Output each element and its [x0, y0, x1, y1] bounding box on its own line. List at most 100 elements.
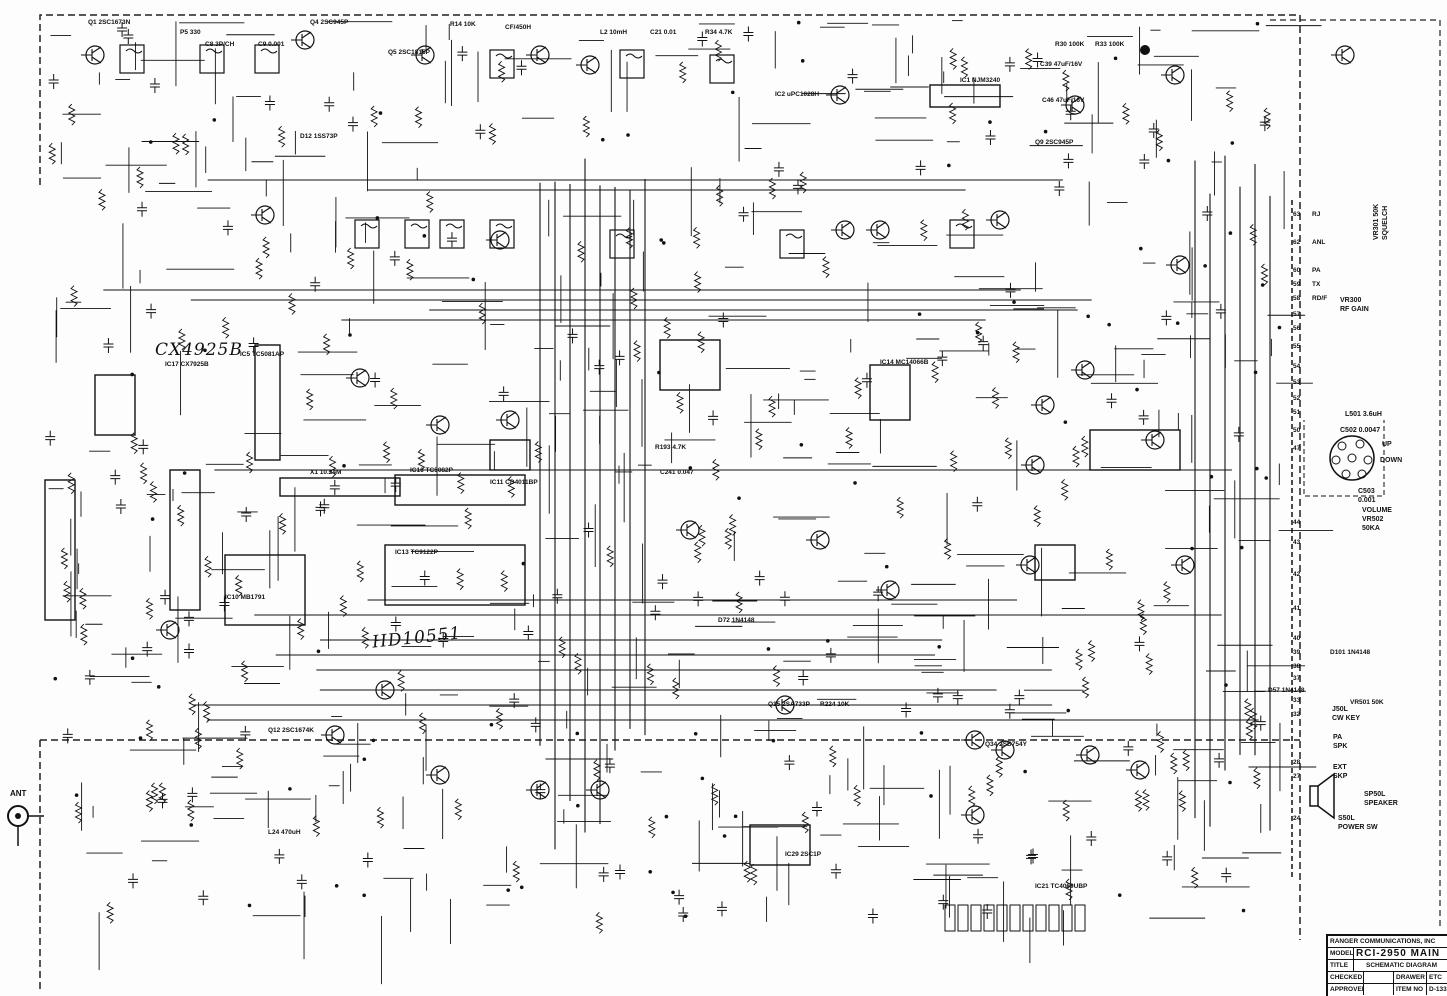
capacitor-symbol: [103, 337, 114, 353]
coil-symbol: [495, 223, 513, 229]
capacitor-symbol: [117, 21, 128, 37]
transistor-symbol: [1126, 761, 1147, 779]
component-label: D101 1N4148: [1330, 649, 1371, 656]
connector-pin-number: 59: [1293, 281, 1301, 288]
resistor-symbol: [234, 574, 243, 597]
junction-dot: [1107, 322, 1111, 327]
title-label: TITLE: [1328, 960, 1354, 971]
capacitor-symbol: [1026, 849, 1037, 865]
component-label: D72 1N4148: [718, 617, 755, 624]
coil-symbol: [125, 48, 143, 54]
resistor-symbol: [558, 636, 567, 659]
resistor-symbol: [715, 184, 724, 207]
junction-dot: [929, 794, 933, 798]
resistor-symbol: [1260, 263, 1269, 286]
resistor-symbol: [1155, 129, 1164, 152]
resistor-symbol: [534, 441, 543, 463]
component-label: R34 4.7K: [705, 29, 733, 36]
component-label: IC14 MC14066B: [880, 359, 929, 366]
resistor-symbol: [1033, 505, 1042, 527]
item-no-label: ITEM NO: [1394, 984, 1427, 995]
resistor-symbol: [150, 782, 159, 805]
junction-dot: [506, 888, 511, 892]
resistor-symbol: [1178, 790, 1187, 812]
junction-dot: [884, 564, 889, 569]
component-label: Q1 2SC1673N: [88, 19, 131, 26]
antenna-connector-icon: [7, 805, 44, 846]
resistor-symbol: [1249, 223, 1258, 246]
resistor-symbol: [495, 707, 504, 730]
squelch-control-label: VR301 50K SQUELCH: [1373, 203, 1389, 240]
capacitor-symbol: [598, 866, 609, 882]
component-label: C39 47uF/16V: [1040, 61, 1083, 68]
coil-symbol: [495, 53, 513, 59]
ic-package: [489, 439, 531, 471]
capacitor-symbol: [952, 689, 963, 705]
component-label: L2 10mH: [600, 29, 628, 36]
resistor-symbol: [382, 441, 391, 464]
capacitor-symbol: [1215, 303, 1226, 319]
resistor-symbol: [1243, 698, 1252, 720]
transistor-symbol: [676, 521, 697, 539]
transistor-symbol: [1021, 456, 1042, 474]
resistor-symbol: [245, 451, 254, 474]
resistor-symbol: [845, 427, 854, 449]
junction-dot: [1277, 325, 1282, 330]
resistor-symbol: [1136, 599, 1145, 621]
component-label: Q12 2SC1674K: [268, 727, 314, 734]
capacitor-symbol: [157, 793, 168, 809]
transistor-symbol: [991, 741, 1012, 759]
resistor-symbol: [1004, 437, 1013, 460]
diode-matrix-cell: [1061, 904, 1073, 932]
junction-dot: [1230, 141, 1235, 145]
transistor-symbol: [496, 411, 517, 429]
capacitor-symbol: [1138, 409, 1149, 425]
resistor-symbol: [278, 513, 287, 535]
junction-dot: [203, 348, 207, 353]
model-label: MODEL: [1330, 948, 1354, 959]
diode-matrix-cell: [1048, 904, 1060, 932]
volume-control-label: VOLUME VR502 50KA: [1362, 507, 1392, 532]
diode-matrix-cell: [970, 904, 982, 932]
component-label: R224 10K: [820, 701, 850, 708]
resistor-symbol: [697, 331, 706, 354]
junction-dot: [1260, 283, 1265, 287]
connector-pin-number: 27: [1293, 773, 1301, 780]
connector-pin-label: RD/F: [1312, 295, 1328, 302]
resistor-symbol: [356, 560, 365, 583]
connector-pin-number: 40: [1293, 635, 1301, 642]
capacitor-symbol: [1123, 740, 1134, 756]
junction-dot: [1117, 893, 1122, 897]
capacitor-symbol: [1004, 703, 1015, 719]
drawer-value: ETC: [1429, 974, 1442, 981]
junction-dot: [800, 59, 805, 63]
capacitor-symbol: [1233, 426, 1244, 442]
resistor-symbol: [949, 48, 958, 70]
resistor-symbol: [158, 782, 167, 805]
capacitor-symbol: [1255, 715, 1266, 731]
capacitor-symbol: [973, 828, 984, 844]
resistor-symbol: [606, 545, 615, 568]
component-label: Q15 2SA733P: [768, 701, 810, 708]
resistor-symbol: [1024, 48, 1033, 70]
diode-matrix-cell: [983, 904, 995, 932]
resistor-symbol: [464, 507, 473, 530]
transistor-symbol: [411, 46, 432, 64]
connector-pin-number: 51: [1293, 409, 1301, 416]
resistor-symbol: [577, 240, 586, 263]
junction-dot: [1175, 321, 1180, 325]
junction-dot: [489, 722, 494, 727]
junction-dot: [189, 823, 194, 827]
junction-dot: [730, 90, 735, 95]
junction-dot: [657, 370, 661, 375]
resistor-symbol: [454, 798, 463, 821]
junction-dot: [733, 814, 738, 819]
component-label: VR501 50K: [1350, 699, 1384, 706]
capacitor-symbol: [754, 570, 765, 586]
capacitor-symbol: [1065, 105, 1076, 121]
capacitor-symbol: [296, 874, 307, 890]
junction-dot: [799, 442, 804, 447]
connector-pin-number: 58: [1293, 295, 1301, 302]
component-label: C46 47uF/16V: [1042, 97, 1085, 104]
component-label: Q9 2SC945P: [1035, 139, 1074, 146]
